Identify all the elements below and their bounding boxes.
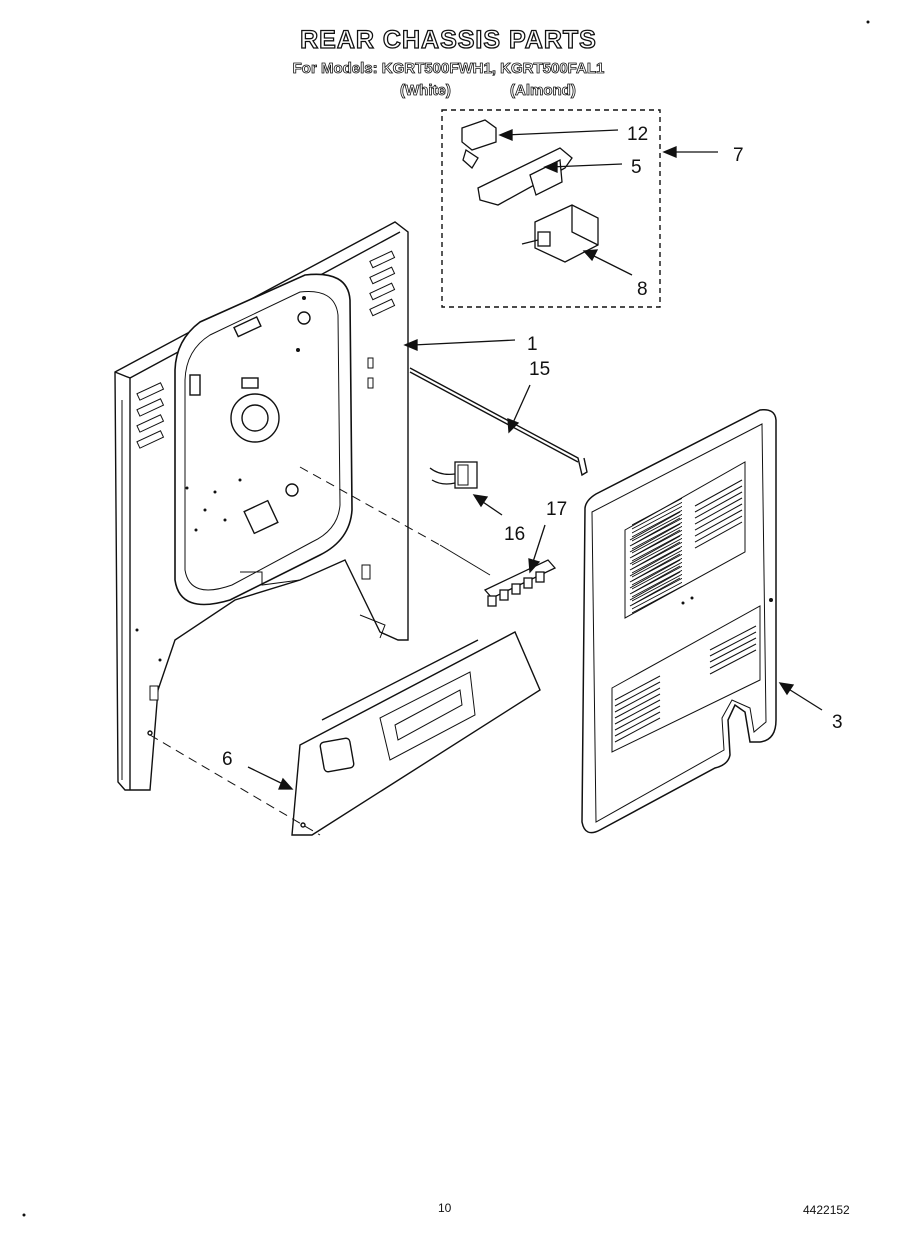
variant-almond: (Almond) (510, 82, 577, 100)
part-15-rod (409, 367, 588, 477)
callout-12: 12 (627, 124, 648, 145)
callout-16: 16 (504, 524, 525, 545)
callout-7: 7 (733, 145, 744, 166)
part-3-louvers (614, 479, 757, 743)
part-17-terminal-block (483, 559, 557, 607)
part-8-solenoid (521, 204, 599, 263)
part-1-rear-chassis-panel (114, 221, 409, 791)
callout-1: 1 (527, 334, 538, 355)
model-list: For Models: KGRT500FWH1, KGRT500FAL1 (292, 60, 605, 78)
part-16-transformer (429, 461, 478, 489)
part-3-rear-access-panel (581, 408, 777, 834)
callout-17: 17 (546, 499, 567, 520)
registration-mark-top (866, 20, 870, 24)
page-title: REAR CHASSIS PARTS (299, 25, 597, 54)
assembly-lines (149, 466, 491, 836)
callout-15: 15 (529, 359, 550, 380)
part-7-assembly-group-box (441, 109, 661, 308)
variant-white: (White) (400, 82, 452, 100)
part-12-switch (461, 119, 497, 170)
callout-5: 5 (631, 157, 642, 178)
page-number: 10 (438, 1201, 452, 1215)
part-6-lower-bracket (147, 631, 541, 836)
callout-3: 3 (832, 712, 843, 733)
leader-lines (247, 129, 823, 790)
registration-mark-bottom (22, 1213, 26, 1217)
document-number: 4422152 (803, 1203, 850, 1217)
part-5-bracket (477, 147, 573, 206)
callout-6: 6 (222, 749, 233, 770)
callout-8: 8 (637, 279, 648, 300)
